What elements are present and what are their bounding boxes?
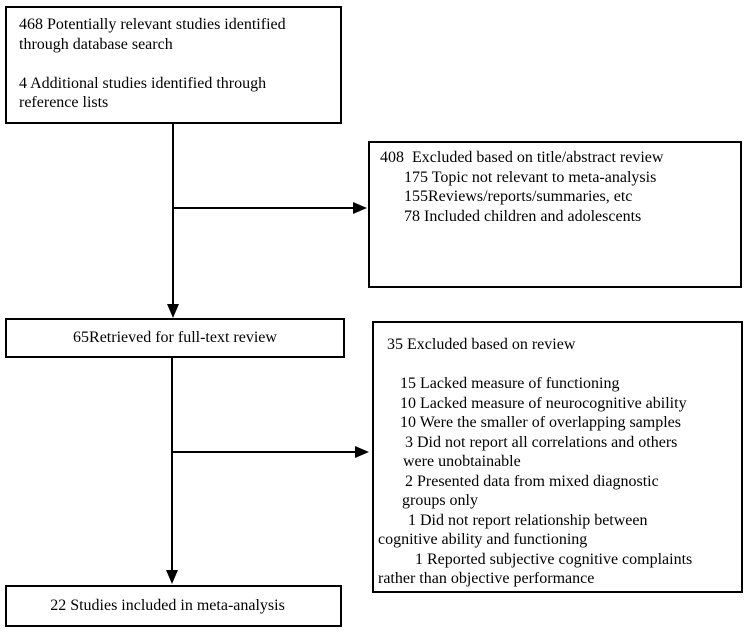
exclusion-reason-continuation: rather than objective performance <box>378 570 595 587</box>
arrow-fulltext-to-included <box>166 357 178 584</box>
exclusion-reason: 10 Were the smaller of overlapping sampl… <box>400 414 681 431</box>
exclusion-reason: 155Reviews/reports/summaries, etc <box>404 188 633 205</box>
blank-line <box>378 355 735 375</box>
box-heading: 408 Excluded based on title/abstract rev… <box>380 149 664 166</box>
arrow-to-excluded-title-abstract <box>173 202 367 214</box>
exclusion-reason-continuation: cognitive ability and functioning <box>378 531 588 548</box>
exclusion-reason-continuation: were unobtainable <box>403 453 521 470</box>
box-heading: 35 Excluded based on review <box>387 336 576 353</box>
exclusion-reason: 2 Presented data from mixed diagnostic <box>405 472 659 490</box>
exclusion-reason: 78 Included children and adolescents <box>404 207 642 225</box>
box-label: 65Retrieved for full-text review <box>73 329 277 347</box>
box-studies-identified: 468 Potentially relevant studies identif… <box>5 6 342 124</box>
box-excluded-review: 35 Excluded based on review 15 Lacked me… <box>372 321 743 593</box>
box-included-meta-analysis: 22 Studies included in meta-analysis <box>5 585 342 627</box>
box-fulltext-review: 65Retrieved for full-text review <box>5 318 345 358</box>
blank-line <box>19 54 330 74</box>
box-label: 22 Studies included in meta-analysis <box>50 597 285 615</box>
text-line: through database search <box>19 35 173 53</box>
text-line: 4 Additional studies identified through <box>19 74 267 92</box>
text-line: 468 Potentially relevant studies identif… <box>19 16 286 33</box>
arrow-identified-to-fulltext <box>167 123 179 318</box>
box-excluded-title-abstract: 408 Excluded based on title/abstract rev… <box>368 141 742 288</box>
exclusion-reason: 175 Topic not relevant to meta-analysis <box>404 168 657 186</box>
arrow-to-excluded-review <box>172 446 369 458</box>
text-line: reference lists <box>19 94 109 111</box>
exclusion-reason-continuation: groups only <box>402 492 478 509</box>
exclusion-reason: 3 Did not report all correlations and ot… <box>405 433 678 451</box>
exclusion-reason: 15 Lacked measure of functioning <box>400 375 620 392</box>
exclusion-reason: 1 Reported subjective cognitive complain… <box>415 550 693 568</box>
exclusion-reason: 1 Did not report relationship between <box>408 511 648 529</box>
exclusion-reason: 10 Lacked measure of neurocognitive abil… <box>400 394 687 412</box>
